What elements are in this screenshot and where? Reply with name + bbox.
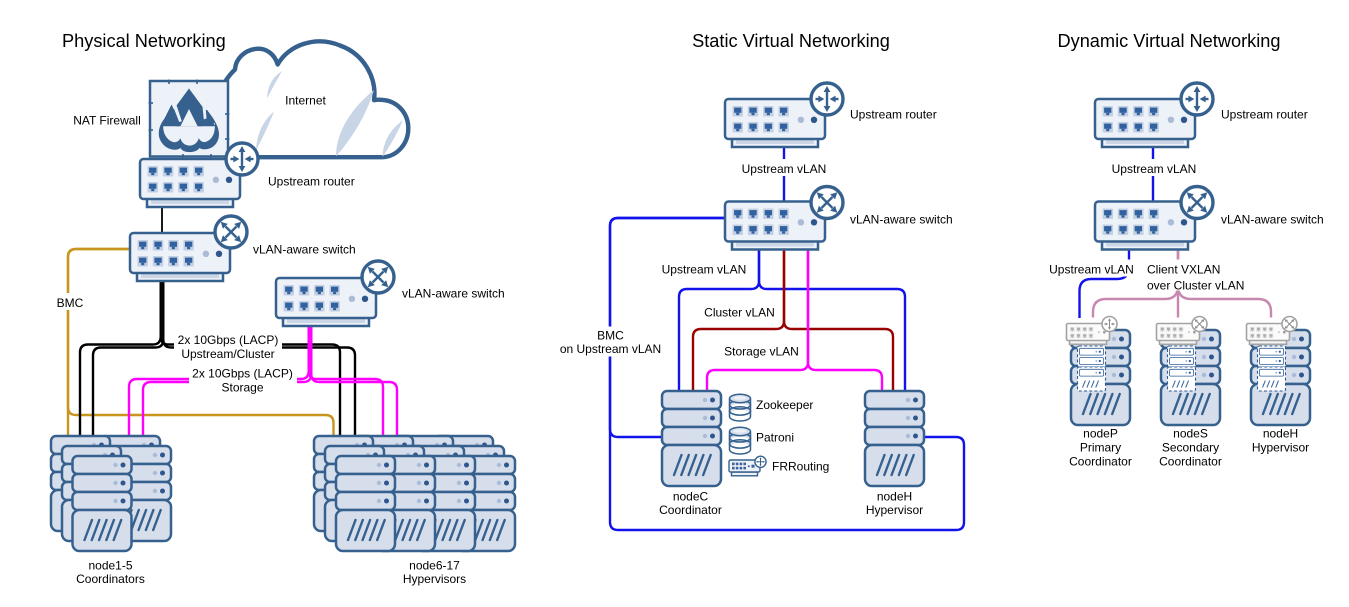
- svg-text:Hypervisor: Hypervisor: [866, 503, 923, 517]
- svg-text:Upstream vLAN: Upstream vLAN: [742, 162, 827, 176]
- svg-text:Internet: Internet: [285, 94, 326, 108]
- svg-text:Upstream vLAN: Upstream vLAN: [662, 263, 747, 277]
- svg-text:Hypervisors: Hypervisors: [403, 572, 466, 586]
- svg-text:over Cluster vLAN: over Cluster vLAN: [1147, 279, 1244, 293]
- svg-text:Upstream vLAN: Upstream vLAN: [1049, 263, 1134, 277]
- svg-text:Client VXLAN: Client VXLAN: [1147, 263, 1220, 277]
- svg-text:Coordinator: Coordinator: [659, 503, 722, 517]
- svg-text:BMC: BMC: [597, 329, 624, 343]
- svg-text:vLAN-aware switch: vLAN-aware switch: [1221, 213, 1324, 227]
- svg-text:Upstream router: Upstream router: [268, 175, 355, 189]
- svg-text:vLAN-aware switch: vLAN-aware switch: [850, 213, 953, 227]
- svg-text:Primary: Primary: [1080, 441, 1121, 455]
- svg-text:vLAN-aware switch: vLAN-aware switch: [402, 287, 505, 301]
- svg-text:nodeS: nodeS: [1173, 427, 1208, 441]
- svg-text:NAT Firewall: NAT Firewall: [73, 114, 141, 128]
- svg-text:Storage: Storage: [221, 381, 263, 395]
- svg-text:Coordinators: Coordinators: [76, 572, 145, 586]
- svg-text:Coordinator: Coordinator: [1159, 455, 1222, 469]
- svg-text:vLAN-aware switch: vLAN-aware switch: [253, 243, 356, 257]
- svg-text:Cluster vLAN: Cluster vLAN: [704, 306, 775, 320]
- svg-text:Coordinator: Coordinator: [1069, 455, 1132, 469]
- svg-text:Upstream vLAN: Upstream vLAN: [1112, 162, 1197, 176]
- svg-text:2x 10Gbps (LACP): 2x 10Gbps (LACP): [192, 367, 293, 381]
- svg-text:nodeH: nodeH: [1263, 427, 1298, 441]
- svg-text:nodeP: nodeP: [1083, 427, 1118, 441]
- svg-text:Physical Networking: Physical Networking: [62, 31, 226, 51]
- svg-text:Static Virtual Networking: Static Virtual Networking: [692, 31, 890, 51]
- svg-text:Upstream router: Upstream router: [850, 108, 937, 122]
- svg-text:BMC: BMC: [57, 296, 84, 310]
- svg-text:Zookeeper: Zookeeper: [756, 398, 813, 412]
- svg-text:node1-5: node1-5: [88, 559, 132, 573]
- svg-text:FRRouting: FRRouting: [772, 460, 829, 474]
- svg-text:node6-17: node6-17: [409, 559, 460, 573]
- svg-text:Secondary: Secondary: [1162, 441, 1219, 455]
- svg-text:2x 10Gbps (LACP): 2x 10Gbps (LACP): [178, 333, 279, 347]
- svg-text:Hypervisor: Hypervisor: [1252, 441, 1309, 455]
- svg-text:on Upstream vLAN: on Upstream vLAN: [560, 342, 661, 356]
- svg-text:Upstream/Cluster: Upstream/Cluster: [181, 347, 274, 361]
- svg-text:nodeC: nodeC: [673, 490, 709, 504]
- svg-text:Upstream router: Upstream router: [1221, 108, 1308, 122]
- svg-text:Dynamic Virtual Networking: Dynamic Virtual Networking: [1057, 31, 1280, 51]
- svg-text:nodeH: nodeH: [877, 490, 912, 504]
- svg-text:Storage vLAN: Storage vLAN: [724, 345, 799, 359]
- svg-text:Patroni: Patroni: [756, 431, 794, 445]
